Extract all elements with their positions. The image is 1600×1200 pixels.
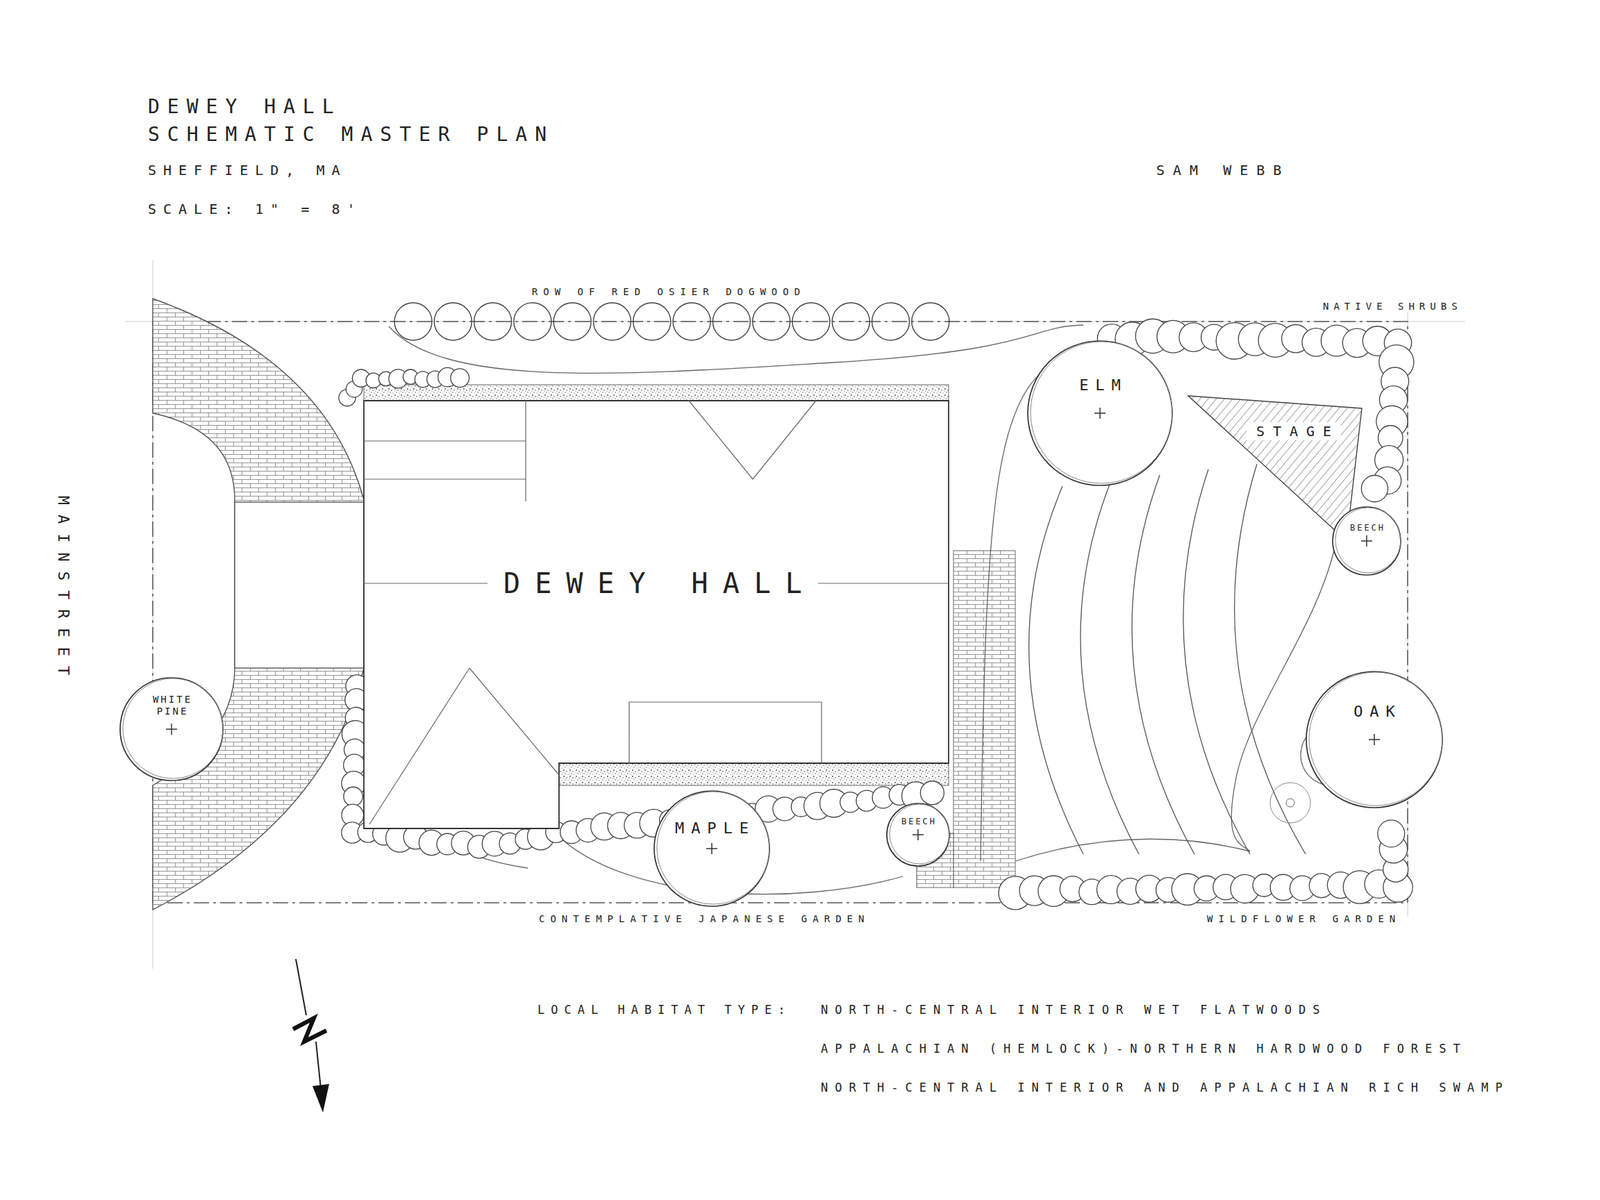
shrub [450, 368, 470, 388]
seating-arc [1029, 486, 1084, 855]
tree-canopy-outline [118, 676, 225, 782]
tree-name: WHITE PINE [138, 693, 206, 719]
canopy-outline [654, 790, 770, 907]
dogwood-shrub [593, 302, 632, 341]
canopy-outline [1309, 672, 1443, 806]
birdbath [1270, 782, 1311, 823]
trunk-mark [1368, 734, 1380, 746]
dogwood-shrub [513, 302, 552, 341]
dogwood-shrub [752, 302, 791, 341]
tree-canopy: WHITE PINE [118, 676, 225, 782]
canopy-outline [1306, 671, 1443, 808]
tree-canopy: ELM [1026, 339, 1174, 487]
dogwood-shrub [712, 302, 750, 341]
tree-canopy-outline [652, 789, 771, 908]
canopy-outline [1027, 340, 1173, 486]
building-footprint-outline [363, 400, 949, 829]
plan-subtitle: SCHEMATIC MASTER PLAN [147, 122, 555, 147]
trunk-mark [1094, 407, 1106, 419]
canopy-outline [122, 678, 223, 779]
habitat-type: APPALACHIAN (HEMLOCK)-NORTHERN HARDWOOD … [820, 1041, 1468, 1056]
seating-arc [1131, 475, 1195, 855]
tree-name: BEECH [897, 815, 939, 828]
tree-canopy: MAPLE [652, 789, 771, 908]
area-name: STAGE [1246, 422, 1341, 441]
tree-canopy: BEECH [1331, 505, 1403, 577]
seating-arc [1183, 469, 1250, 855]
trunk-mark [165, 723, 178, 735]
north-arrow [312, 1084, 330, 1113]
garden-label: WILDFLOWER GARDEN [1206, 913, 1401, 925]
location-note: SHEFFIELD, MA [147, 161, 348, 179]
shrub [920, 781, 944, 805]
canopy-outline [1332, 506, 1401, 575]
tree-canopy-outline [1026, 339, 1174, 487]
dogwood-shrub [633, 302, 671, 341]
dogwood-shrub [792, 302, 830, 341]
planting-label: NATIVE SHRUBS [1322, 300, 1463, 313]
planting-label: ROW OF RED OSIER DOGWOOD [526, 286, 806, 298]
roof-line [363, 400, 949, 825]
tree-canopy-outline [885, 802, 951, 868]
tree-canopy-outline [1331, 505, 1403, 577]
tree-canopy-outline [1304, 670, 1444, 810]
north-arrow [293, 1018, 327, 1042]
stage-outline [1188, 395, 1362, 541]
seating-arc [1080, 480, 1139, 855]
tree-canopy: BEECH [885, 802, 951, 868]
street-name: MAINSTREET [54, 486, 73, 685]
building-outline [363, 400, 949, 829]
tree-name: OAK [1345, 702, 1404, 722]
entry-walk [234, 502, 364, 669]
seating-arc [1234, 463, 1306, 855]
habitat-type: NORTH-CENTRAL INTERIOR AND APPALACHIAN R… [820, 1080, 1510, 1095]
birdbath [1286, 798, 1295, 807]
property-line [152, 321, 1408, 903]
habitat-type: NORTH-CENTRAL INTERIOR WET FLATWOODS [820, 1002, 1327, 1017]
dogwood-shrub [553, 302, 591, 341]
shrub [343, 786, 363, 806]
dogwood-shrub [672, 302, 711, 341]
tree-name: ELM [1070, 375, 1130, 396]
trunk-mark [706, 843, 718, 855]
dogwood-shrub [872, 302, 910, 341]
building-name: DEWEY HALL [487, 565, 819, 601]
building-footprint: DEWEY HALL [363, 400, 949, 829]
dogwood-shrub [394, 302, 432, 341]
canopy-outline [120, 677, 223, 781]
trunk-mark [912, 829, 924, 841]
designer-name: SAM WEBB [1156, 161, 1290, 179]
garden-label: CONTEMPLATIVE JAPANESE GARDEN [538, 913, 870, 925]
bed-edge [1231, 540, 1337, 852]
canopy-outline [1030, 341, 1173, 484]
north-arrow [315, 1041, 321, 1089]
tree-name: MAPLE [666, 818, 757, 839]
north-arrow [295, 959, 307, 1016]
brick-steps [953, 550, 1016, 888]
canopy-outline [889, 804, 950, 864]
gravel-strip [363, 384, 949, 401]
canopy-outline [886, 803, 950, 866]
gravel-strip [559, 763, 949, 786]
plan-title: DEWEY HALL [147, 95, 342, 119]
habitat-heading: LOCAL HABITAT TYPE: [537, 1002, 791, 1017]
canopy-outline [656, 791, 770, 905]
dogwood-shrub [434, 302, 472, 341]
dogwood-shrub [474, 302, 512, 341]
bed-edge [388, 325, 1084, 373]
brick-plaza [152, 298, 364, 910]
trunk-mark [1361, 535, 1373, 547]
shrub [1377, 820, 1405, 848]
dogwood-shrub [911, 302, 950, 341]
scale-note: SCALE: 1" = 8' [147, 200, 363, 218]
dogwood-shrub [831, 302, 870, 341]
shrub [1361, 475, 1388, 502]
tree-name: BEECH [1346, 522, 1387, 534]
tree-canopy: OAK [1304, 670, 1444, 810]
canopy-outline [1335, 507, 1401, 573]
